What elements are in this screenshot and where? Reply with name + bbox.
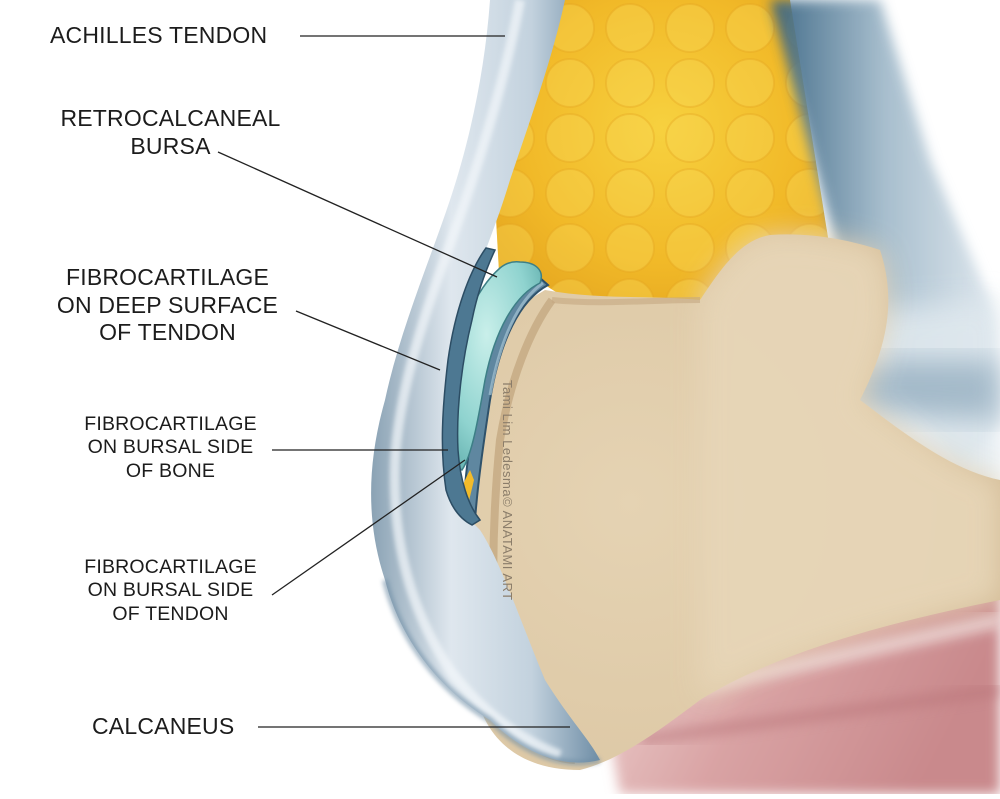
label-fibrocartilage-bone: FIBROCARTILAGE ON BURSAL SIDE OF BONE [58,413,283,483]
label-fdeep-line2: ON DEEP SURFACE [56,291,279,318]
label-fdeep-line3: OF TENDON [99,319,236,346]
label-fibrocartilage-tendon: FIBROCARTILAGE ON BURSAL SIDE OF TENDON [58,556,283,626]
label-ften-line2: ON BURSAL SIDE [87,579,254,602]
achilles-tendon [371,0,600,763]
leader-retro [217,151,498,278]
label-calcaneus: CALCANEUS [92,713,234,741]
label-achilles-text: ACHILLES TENDON [50,22,268,48]
leader-lines [217,35,570,728]
label-retro-line1: RETROCALCANEAL [60,105,281,131]
label-retrocalcaneal-bursa: RETROCALCANEAL BURSA [48,105,293,160]
label-fbone-line2: ON BURSAL SIDE [87,436,254,459]
label-calcaneus-text: CALCANEUS [92,713,235,739]
label-achilles-tendon: ACHILLES TENDON [50,22,267,50]
artist-credit: Tami Lim Ledesma© ANATAMI ART [500,380,515,601]
leader-fibro-tendon [271,459,466,596]
label-retro-line2: BURSA [130,132,211,159]
label-fdeep-line1: FIBROCARTILAGE [65,264,270,290]
label-fbone-line1: FIBROCARTILAGE [84,413,257,435]
label-ften-line3: OF TENDON [112,602,229,625]
label-fibrocartilage-deep-surface: FIBROCARTILAGE ON DEEP SURFACE OF TENDON [45,264,290,347]
fibrocartilage-tendon [441,247,497,526]
label-fbone-line3: OF BONE [125,459,216,482]
label-ften-line1: FIBROCARTILAGE [84,556,257,578]
leader-fibro-deep [295,310,441,371]
